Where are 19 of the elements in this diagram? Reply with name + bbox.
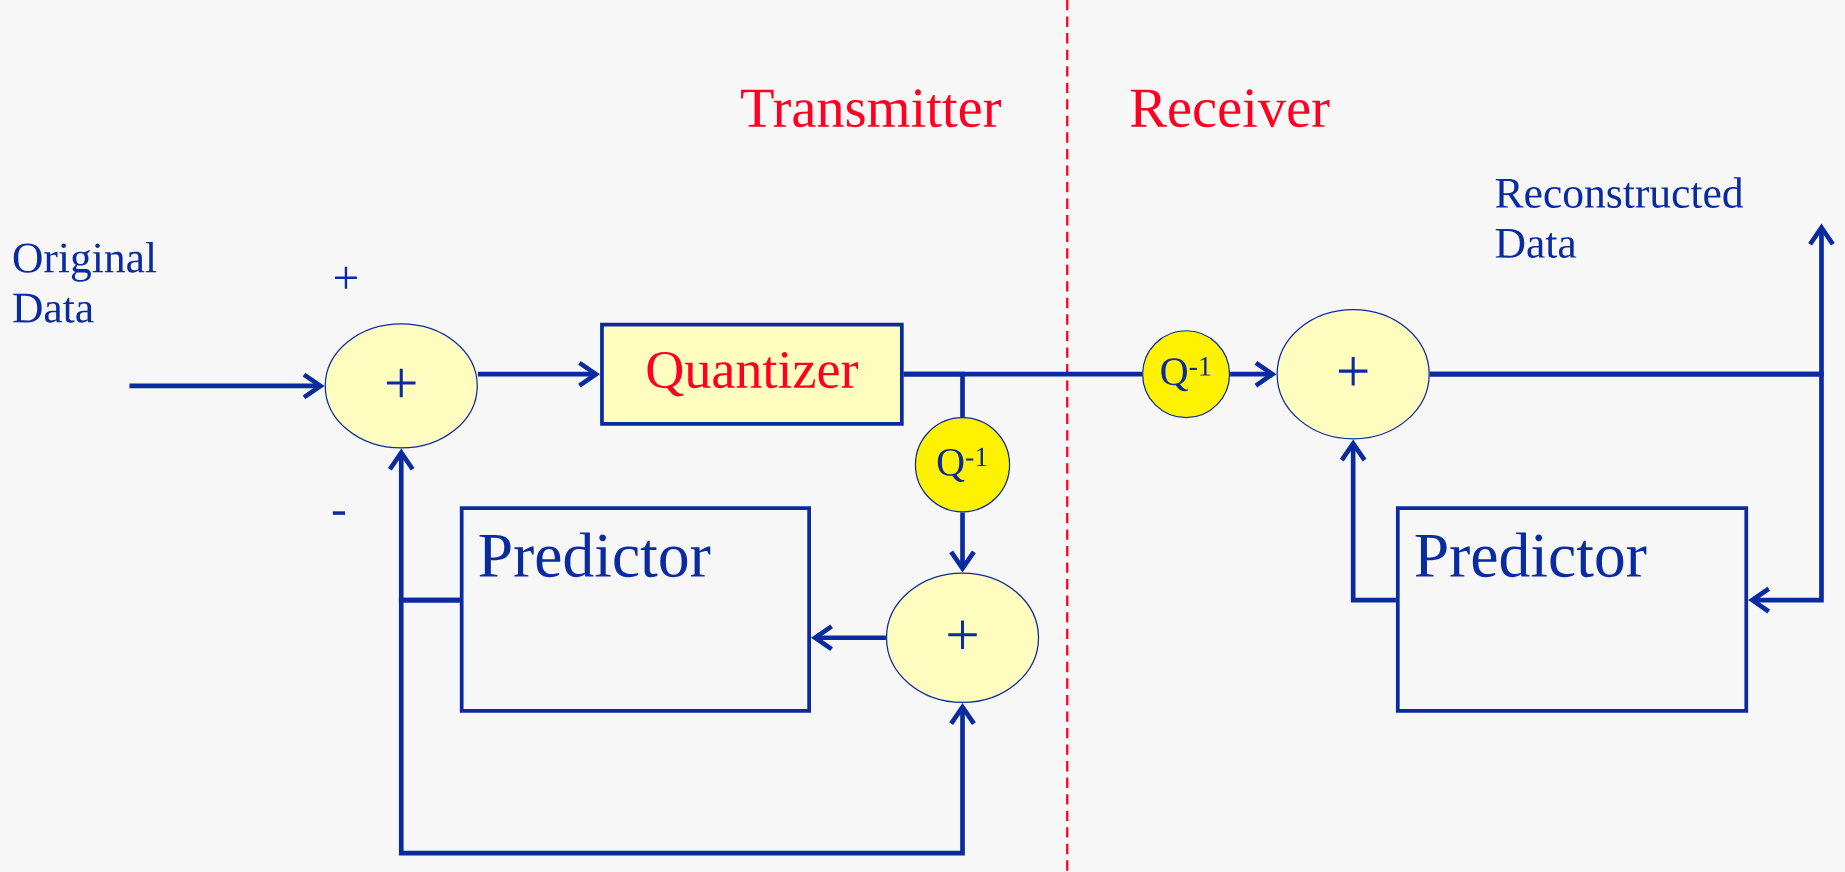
predictor-box: Predictor	[1395, 506, 1749, 713]
arrow	[1230, 360, 1277, 388]
arrow	[398, 597, 976, 856]
arrow	[477, 360, 601, 388]
arrow	[1339, 439, 1396, 603]
section-heading: Transmitter	[741, 89, 1001, 128]
arrow	[949, 512, 976, 573]
sign-label: -	[332, 511, 345, 515]
arrow	[1429, 371, 1824, 614]
summing-junction: +	[1276, 309, 1430, 440]
arrow	[129, 372, 325, 400]
arrow	[811, 624, 886, 652]
output-label: Reconstructed Data	[1495, 177, 1744, 259]
summing-junction: +	[885, 572, 1040, 704]
quantizer-box: Quantizer	[600, 322, 904, 426]
summing-junction: +	[324, 323, 478, 449]
section-heading: Receiver	[1130, 89, 1330, 128]
input-label: Original Data	[13, 242, 157, 323]
predictor-box: Predictor	[459, 506, 811, 713]
